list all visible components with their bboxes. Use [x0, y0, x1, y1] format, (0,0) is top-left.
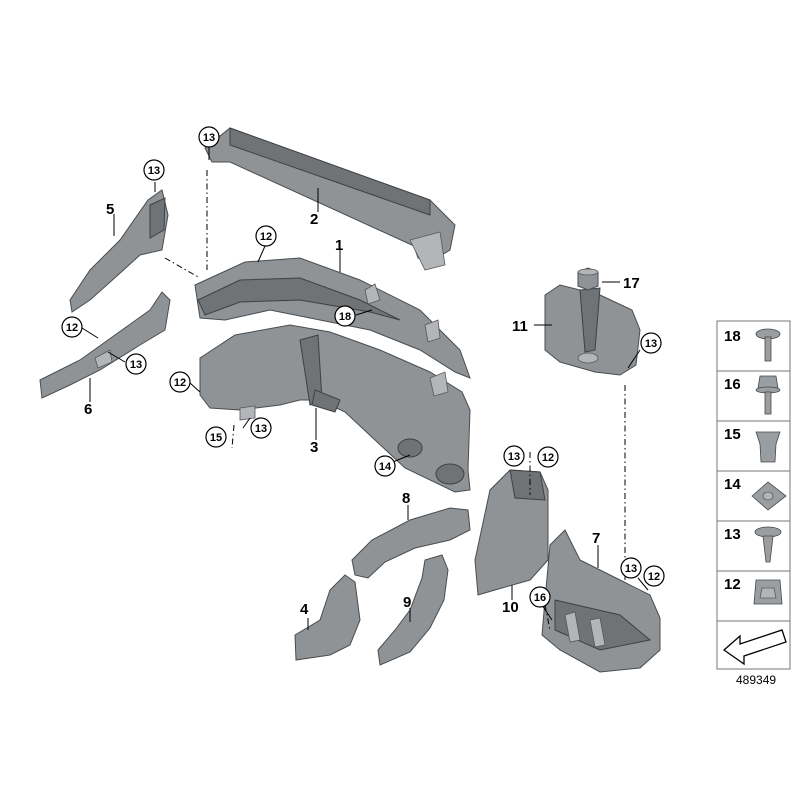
- fastener-legend: 18 16 15 14 13: [716, 320, 791, 670]
- svg-text:15: 15: [724, 426, 741, 443]
- callout-4: 4: [300, 601, 309, 618]
- callout-2: 2: [310, 211, 318, 228]
- legend-row-18[interactable]: 18: [716, 320, 791, 372]
- part-3-lower-panel[interactable]: [199, 324, 471, 493]
- svg-text:13: 13: [148, 165, 160, 177]
- forward-arrow-icon: [722, 629, 787, 666]
- callout-6: 6: [84, 401, 92, 418]
- callout-10: 10: [502, 599, 519, 616]
- callout-3: 3: [310, 439, 318, 456]
- clip-nut-icon: [755, 431, 781, 463]
- circle-callout-16: 16: [529, 586, 551, 608]
- part-2-cross-beam[interactable]: [204, 127, 456, 271]
- svg-text:15: 15: [210, 432, 222, 444]
- circle-callout-13: 13: [143, 159, 165, 181]
- circle-callout-13: 13: [503, 445, 525, 467]
- part-8-diagonal-bracket[interactable]: [351, 507, 471, 579]
- legend-row-15[interactable]: 15: [716, 420, 791, 472]
- callout-8: 8: [402, 490, 410, 507]
- part-11-bracket-plate[interactable]: [544, 284, 641, 376]
- plain-callouts: 1 2 3 4 5 6 7 8 9 10 11 17: [84, 201, 640, 618]
- part-5-left-bracket[interactable]: [69, 189, 169, 313]
- callout-17: 17: [623, 275, 640, 292]
- circle-callout-15: 15: [205, 426, 227, 448]
- callout-1: 1: [335, 237, 343, 254]
- svg-text:16: 16: [724, 376, 741, 393]
- push-rivet-icon: [754, 526, 782, 538]
- svg-text:12: 12: [174, 377, 186, 389]
- svg-text:18: 18: [724, 328, 741, 345]
- svg-text:16: 16: [534, 592, 546, 604]
- part-4-lower-bracket[interactable]: [294, 574, 361, 661]
- svg-text:13: 13: [203, 132, 215, 144]
- svg-text:12: 12: [648, 571, 660, 583]
- direction-arrow-box: [716, 620, 791, 670]
- circle-callout-18: 18: [334, 305, 356, 327]
- svg-text:18: 18: [339, 311, 351, 323]
- part-10-vertical-panel[interactable]: [474, 469, 549, 596]
- diagram-id: 489349: [736, 673, 776, 687]
- svg-text:13: 13: [645, 338, 657, 350]
- hex-bolt-icon: [757, 375, 779, 389]
- callout-5: 5: [106, 201, 114, 218]
- svg-text:12: 12: [260, 231, 272, 243]
- legend-row-12[interactable]: 12: [716, 570, 791, 622]
- circle-callout-13: 13: [125, 353, 147, 375]
- part-7-lower-right-panel[interactable]: [541, 529, 661, 673]
- part-1-upper-panel[interactable]: [194, 257, 471, 379]
- callout-11: 11: [512, 318, 528, 335]
- circle-callout-12: 12: [255, 225, 277, 247]
- svg-text:13: 13: [130, 359, 142, 371]
- legend-row-16[interactable]: 16: [716, 370, 791, 422]
- svg-text:12: 12: [542, 452, 554, 464]
- circle-callout-13: 13: [198, 126, 220, 148]
- circled-callouts: 13 13 12 18 12 13 12 15 13 14 13 12 13 1…: [61, 126, 665, 608]
- circle-callout-13: 13: [620, 557, 642, 579]
- assembly-lines: [164, 170, 626, 631]
- svg-text:12: 12: [66, 322, 78, 334]
- svg-text:13: 13: [508, 451, 520, 463]
- part-9-curved-bracket[interactable]: [377, 554, 449, 666]
- circle-callout-12: 12: [537, 446, 559, 468]
- legend-row-14[interactable]: 14: [716, 470, 791, 522]
- svg-text:14: 14: [724, 476, 741, 493]
- part-6-left-strip[interactable]: [39, 291, 171, 399]
- callout-9: 9: [403, 594, 411, 611]
- svg-text:14: 14: [379, 461, 392, 473]
- svg-text:13: 13: [724, 526, 741, 543]
- circle-callout-12: 12: [169, 371, 191, 393]
- circle-callout-12: 12: [643, 565, 665, 587]
- svg-text:13: 13: [625, 563, 637, 575]
- circle-callout-13: 13: [640, 332, 662, 354]
- circle-callout-14: 14: [374, 455, 396, 477]
- svg-text:13: 13: [255, 423, 267, 435]
- callout-7: 7: [592, 530, 600, 547]
- part-17-nut[interactable]: [577, 267, 599, 291]
- circle-callout-12: 12: [61, 316, 83, 338]
- svg-text:12: 12: [724, 576, 741, 593]
- legend-row-13[interactable]: 13: [716, 520, 791, 572]
- circle-callout-13: 13: [250, 417, 272, 439]
